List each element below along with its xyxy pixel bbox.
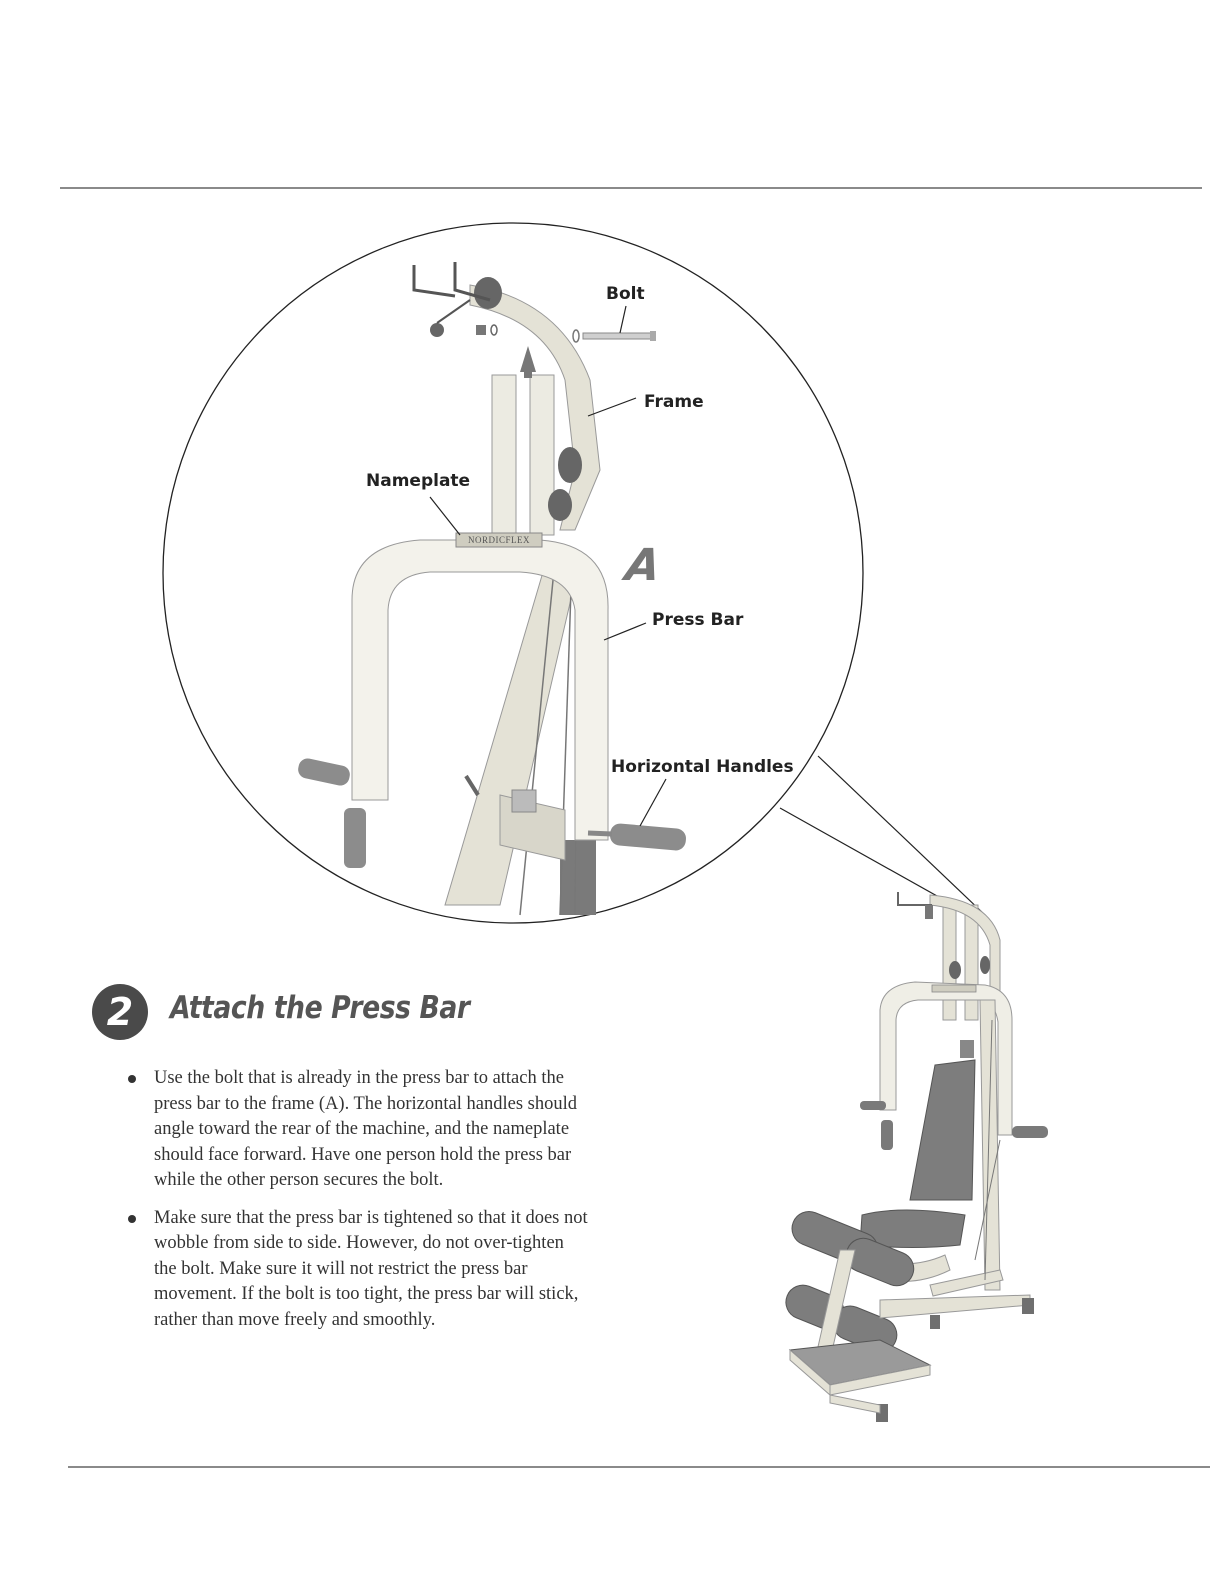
nameplate-label: NORDICFLEX	[467, 535, 530, 545]
callout-frame: Frame	[644, 392, 704, 412]
instruction-text: Use the bolt that is already in the pres…	[154, 1068, 577, 1190]
zoom-line-lower	[779, 807, 963, 911]
detail-letter: A	[622, 540, 664, 591]
step-title: Attach the Press Bar	[170, 990, 470, 1026]
callout-horizontal-handles: Horizontal Handles	[611, 757, 794, 777]
instruction-item: Make sure that the press bar is tightene…	[128, 1206, 588, 1334]
bullet-icon	[128, 1075, 136, 1083]
zoom-line-upper	[817, 755, 986, 916]
callout-bolt: Bolt	[606, 284, 645, 304]
machine-overview	[785, 892, 1048, 1422]
instruction-list: Use the bolt that is already in the pres…	[128, 1066, 588, 1345]
instruction-item: Use the bolt that is already in the pres…	[128, 1066, 588, 1194]
top-rule	[60, 187, 1202, 189]
bullet-icon	[128, 1214, 136, 1223]
step-number-badge: 2	[92, 984, 148, 1040]
callout-nameplate: Nameplate	[366, 471, 471, 491]
detail-circle	[162, 222, 864, 924]
detail-view	[298, 262, 686, 916]
callout-press-bar: Press Bar	[652, 610, 744, 630]
instruction-text: Make sure that the press bar is tightene…	[154, 1207, 588, 1330]
bottom-rule	[68, 1466, 1210, 1468]
